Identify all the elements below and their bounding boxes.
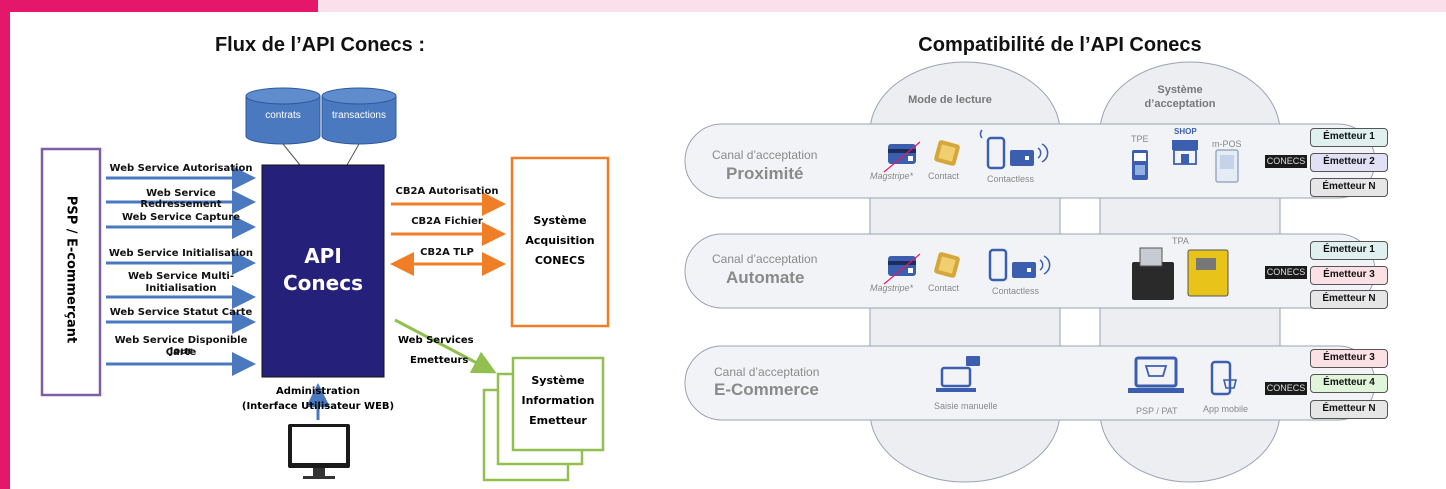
admin-line-2: (Interface Utilisateur WEB) [241,401,395,412]
shop-label: SHOP [1174,127,1197,136]
info-emetteur-box [511,356,605,452]
conecs-logo-2: CONECS [1265,266,1307,279]
api-title-line1: API [304,244,342,268]
psp-pat-icon [1128,356,1184,393]
card-icon-2 [883,253,921,285]
left-accent-bar [0,0,10,489]
laptop-icon [936,356,980,392]
cb2a-fichier: CB2A Fichier [411,216,483,227]
ws-multi-initialisation-1: Web Service Multi- [127,271,234,282]
saisie-label: Saisie manuelle [934,401,998,411]
ws-disponible-2: Carte [165,347,197,358]
cb2a-tlp: CB2A TLP [420,247,474,258]
mpos-label: m-POS [1212,139,1242,149]
api-conecs-box [261,164,385,378]
tpa-icon [1132,247,1229,300]
ws-capture: Web Service Capture [121,212,240,223]
web-services-emetteurs-arrow [394,318,497,374]
emetteur-automate-n: Émetteur N [1310,290,1388,309]
emetteur-proximite-n: Émetteur N [1310,178,1388,197]
channel-name-proximite: Proximité [726,164,804,183]
emetteur-ecommerce-n: Émetteur N [1310,400,1388,419]
compatibility-diagram [684,61,1376,483]
admin-line-1: Administration [276,386,360,397]
cb2a-arrows [390,192,506,276]
col-systeme-1: Système [1157,84,1203,96]
right-title: Compatibilité de l’API Conecs [918,34,1202,56]
acquisition-line-2: Acquisition [525,234,595,247]
db-contrats-label: contrats [265,110,301,121]
tpe-label: TPE [1131,134,1149,144]
channel-label-ecommerce: Canal d’acceptation [714,365,820,379]
info-line-1: Système [531,374,585,387]
channel-name-automate: Automate [726,268,805,287]
psp-box [40,147,102,397]
psp-pat-label: PSP / PAT [1136,406,1178,416]
contactless-label: Contactless [987,174,1035,184]
api-title-line2: Conecs [283,271,363,295]
web-service-arrows [106,166,256,376]
top-band [318,0,1446,12]
ws-disponible-1: Web Service Disponible Jour [114,335,248,357]
info-line-2: Information [521,394,595,407]
col-mode-lecture: Mode de lecture [908,94,992,106]
contact-label-2: Contact [928,283,960,293]
contactless-label-2: Contactless [992,286,1040,296]
magstripe-label: Magstripe* [870,171,914,181]
acquisition-box [510,156,610,328]
mpos-icon [1215,149,1239,183]
emetteur-automate-1: Émetteur 1 [1310,241,1388,260]
cb2a-autorisation: CB2A Autorisation [395,186,499,197]
emetteur-ecommerce-4: Émetteur 4 [1310,374,1388,393]
api-flow-diagram [40,87,610,482]
top-accent-bar [0,0,318,12]
conecs-logo: CONECS [1265,155,1307,168]
phone-icon-2 [988,248,1051,282]
ws-redressement: Web Service Redressement [140,188,222,210]
monitor-icon [288,424,350,479]
shop-icon [1172,140,1198,165]
db-transactions-label: transactions [332,110,386,121]
magstripe-label-2: Magstripe* [870,283,914,293]
ws-autorisation: Web Service Autorisation [109,163,253,174]
emetteur-ecommerce-3: Émetteur 3 [1310,349,1388,368]
ws-initialisation: Web Service Initialisation [108,248,254,259]
acquisition-line-1: Système [533,214,587,227]
app-mobile-icon [1210,360,1238,396]
emetteur-automate-3: Émetteur 3 [1310,266,1388,285]
database-transactions [321,87,397,145]
chip-icon [934,140,960,166]
app-mobile-label: App mobile [1203,404,1249,414]
psp-label: PSP / E-commerçant [63,195,79,344]
info-line-3: Emetteur [529,414,587,427]
col-systeme-2: d’acceptation [1144,98,1216,110]
left-title: Flux de l’API Conecs : [214,34,426,56]
phone-icon [979,129,1049,170]
acquisition-line-3: CONECS [534,254,586,267]
channel-name-ecommerce: E-Commerce [714,380,819,399]
ws-multi-initialisation-2: Initialisation [145,283,217,294]
emetteur-proximite-2: Émetteur 2 [1310,153,1388,172]
channel-label-proximite: Canal d’acceptation [712,148,818,162]
conecs-logo-3: CONECS [1265,382,1307,395]
card-icon [883,141,921,173]
contact-label: Contact [928,171,960,181]
ws-emetteurs-2: Emetteurs [410,355,469,366]
tpe-icon [1132,150,1148,180]
ws-statut-carte: Web Service Statut Carte [109,307,253,318]
chip-icon-2 [934,252,960,278]
database-contrats [245,87,321,145]
ws-emetteurs-1: Web Services [398,335,474,346]
channel-label-automate: Canal d’acceptation [712,252,818,266]
tpa-label: TPA [1172,236,1189,246]
emetteur-proximite-1: Émetteur 1 [1310,128,1388,147]
